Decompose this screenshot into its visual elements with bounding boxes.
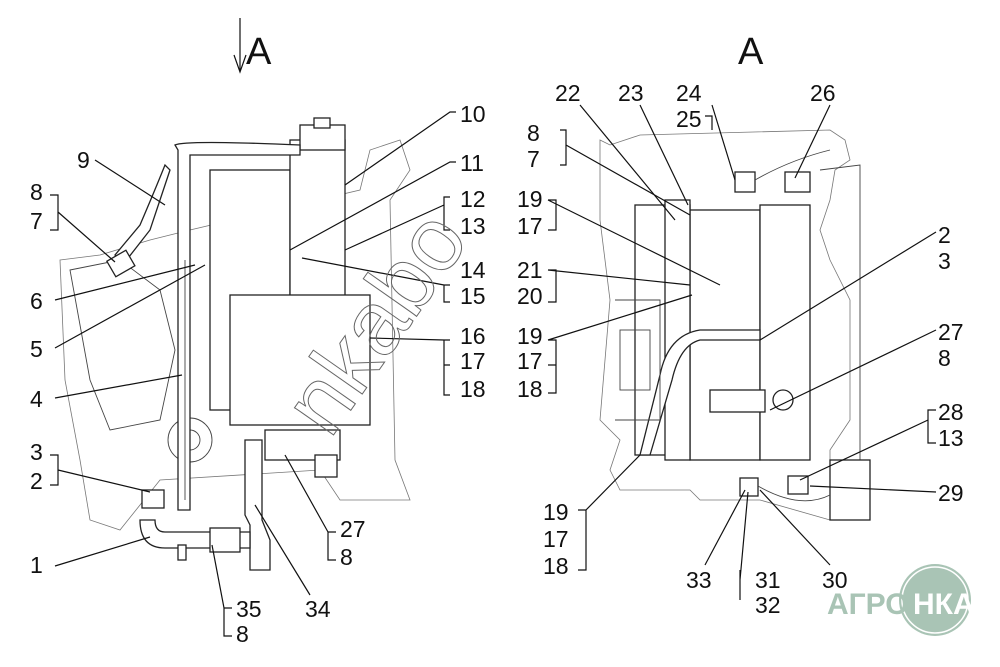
- callout-19: 19: [517, 186, 543, 212]
- callout-1: 1: [30, 552, 43, 578]
- callout-13: 13: [460, 213, 486, 239]
- callout-18: 18: [517, 376, 543, 402]
- callout-6: 6: [30, 288, 43, 314]
- callout-15: 15: [460, 283, 486, 309]
- view-label-left: A: [246, 31, 272, 73]
- callout-34: 34: [305, 596, 331, 622]
- callout-14: 14: [460, 257, 486, 283]
- callout-35: 35: [236, 596, 262, 622]
- left-view-drawing: [59, 117, 411, 571]
- callout-18: 18: [460, 376, 486, 402]
- callout-8: 8: [30, 179, 43, 205]
- callout-10: 10: [460, 101, 486, 127]
- callout-26: 26: [810, 80, 836, 106]
- callout-29: 29: [938, 480, 964, 506]
- callout-2: 2: [938, 222, 951, 248]
- right-callouts: 22 23 24 25 26 8 7 19 17 21 20 19 17 18 …: [517, 80, 964, 618]
- callout-3: 3: [30, 439, 43, 465]
- callout-8c: 8: [236, 621, 249, 647]
- callout-32: 32: [755, 592, 781, 618]
- callout-27: 27: [938, 319, 964, 345]
- callout-16: 16: [460, 323, 486, 349]
- logo-text-right: НКА: [913, 588, 975, 621]
- callout-17b: 17: [517, 348, 543, 374]
- callout-7: 7: [30, 208, 43, 234]
- callout-9: 9: [77, 147, 90, 173]
- callout-33: 33: [686, 567, 712, 593]
- callout-17: 17: [460, 348, 486, 374]
- callout-20: 20: [517, 283, 543, 309]
- callout-8b: 8: [938, 345, 951, 371]
- callout-3: 3: [938, 248, 951, 274]
- callout-27: 27: [340, 516, 366, 542]
- callout-13: 13: [938, 425, 964, 451]
- callout-21: 21: [517, 257, 543, 283]
- view-label-right: A: [738, 31, 764, 73]
- callout-23: 23: [618, 80, 644, 106]
- callout-17c: 17: [543, 526, 569, 552]
- callout-5: 5: [30, 336, 43, 362]
- callout-22: 22: [555, 80, 581, 106]
- callout-12: 12: [460, 186, 486, 212]
- leader-lines: [50, 104, 937, 637]
- callout-11: 11: [460, 150, 484, 176]
- callout-25: 25: [676, 106, 702, 132]
- callout-4: 4: [30, 386, 43, 412]
- logo-text-left: АГРО: [827, 588, 909, 621]
- callout-19b: 19: [517, 323, 543, 349]
- callout-17: 17: [517, 213, 543, 239]
- callout-28: 28: [938, 399, 964, 425]
- agronka-logo: АГРО НКА: [827, 564, 975, 636]
- callout-19c: 19: [543, 499, 569, 525]
- callout-18b: 18: [543, 553, 569, 579]
- callout-2: 2: [30, 468, 43, 494]
- callout-7: 7: [527, 146, 540, 172]
- callout-31: 31: [755, 567, 781, 593]
- callout-24: 24: [676, 80, 702, 106]
- right-view-drawing: [599, 129, 871, 521]
- callout-8: 8: [527, 120, 540, 146]
- left-callouts: 9 8 7 6 5 4 3 2 1 10 11 12 13 14 15 16 1…: [30, 101, 486, 647]
- callout-30: 30: [822, 567, 848, 593]
- callout-8b: 8: [340, 544, 353, 570]
- view-arrow-icon: [233, 18, 247, 74]
